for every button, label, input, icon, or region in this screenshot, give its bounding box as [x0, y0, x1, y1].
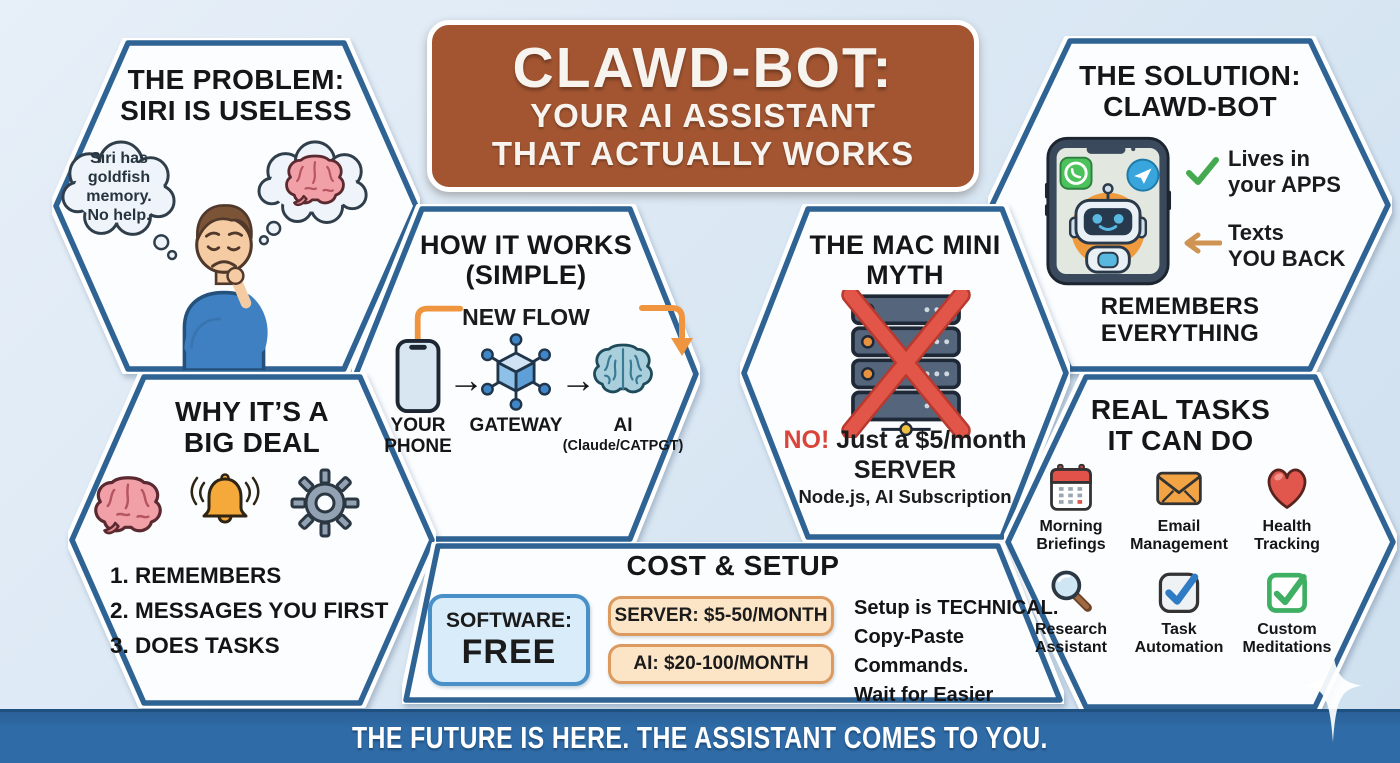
new-flow-label: NEW FLOW: [462, 304, 590, 330]
myth-title: THE MAC MINI MYTH: [809, 230, 1001, 291]
no-label: NO!: [783, 426, 830, 454]
solution-tagline: REMEMBERS EVERYTHING: [1100, 293, 1260, 347]
thought-cloud-icon: [61, 140, 178, 261]
thought-bubble-text: Siri has goldfish memory. No help.: [60, 134, 178, 264]
panel-background: [1004, 372, 1397, 712]
server-cost-box: SERVER: $5-50/MONTH: [608, 596, 834, 636]
task-item: Health Tracking: [1234, 462, 1340, 555]
pink-brain-icon: [285, 154, 345, 207]
flow-step-arrow: →: [448, 359, 484, 400]
cost-title: COST & SETUP: [626, 550, 840, 581]
heart-icon: [1267, 468, 1307, 509]
flow-arrow-down-icon: [639, 305, 693, 356]
main-subtitle-line1: YOUR AI ASSISTANT: [530, 96, 876, 134]
myth-statement-line2: SERVER: [853, 456, 957, 484]
flow-label-your-phone: YOUR PHONE: [384, 415, 452, 457]
small-phone-icon: [395, 338, 441, 414]
problem-title: THE PROBLEM: SIRI IS USELESS: [120, 64, 352, 127]
gateway-icon: [481, 333, 551, 411]
red-x-icon: [841, 290, 971, 438]
ai-cost-box: AI: $20-100/MONTH: [608, 644, 834, 684]
myth-statement-line1: NO! Just a $5/month: [783, 426, 1027, 454]
sparkle-icon: [1304, 651, 1362, 743]
panel-background: [988, 36, 1392, 374]
why-list-item: 3. DOES TASKS: [110, 633, 280, 658]
envelope-icon: [1156, 471, 1202, 506]
flow-bracket-left-icon: [414, 305, 464, 349]
ai-brain-icon: [593, 343, 653, 394]
real-tasks-hexagon: REAL TASKS IT CAN DO: [1004, 372, 1397, 712]
orange-left-arrow-icon: [1184, 232, 1222, 254]
green-check-icon: [1186, 157, 1219, 185]
benefit-texts-back: Texts YOU BACK: [1228, 220, 1346, 272]
thought-bubble-brain: [256, 134, 376, 250]
why-list-item: 1. REMEMBERS: [110, 563, 282, 588]
brain-icon: [94, 476, 162, 535]
myth-statement-line3: Node.js, AI Subscription: [798, 486, 1012, 507]
flow-label-ai-sub: (Claude/CATPGT): [562, 438, 684, 454]
flow-step-arrow: →: [560, 359, 596, 400]
how-title: HOW IT WORKS (SIMPLE): [419, 230, 633, 291]
mac-mini-myth-hexagon: THE MAC MINI MYTH: [740, 204, 1070, 542]
solution-hexagon: THE SOLUTION: CLAWD-BOT: [988, 36, 1392, 374]
green-checkbox-icon: [1267, 572, 1307, 613]
why-big-deal-hexagon: WHY IT’S A BIG DEAL: [68, 372, 436, 708]
software-free-box: SOFTWARE: FREE: [428, 594, 590, 686]
task-check-icon: [1158, 572, 1200, 613]
problem-hexagon: THE PROBLEM: SIRI IS USELESS Siri has: [52, 38, 420, 374]
main-subtitle-line2: THAT ACTUALLY WORKS: [491, 134, 915, 172]
tasks-title: REAL TASKS IT CAN DO: [1090, 394, 1271, 457]
calendar-icon: [1050, 463, 1092, 511]
software-label: SOFTWARE:: [446, 608, 572, 632]
why-list-item: 2. MESSAGES YOU FIRST: [110, 598, 389, 623]
phone-robot-illustration: [1044, 136, 1172, 286]
gear-icon: [290, 468, 360, 538]
benefit-lives-in-apps: Lives in your APPS: [1228, 146, 1341, 198]
solution-title: THE SOLUTION: CLAWD-BOT: [1079, 60, 1301, 123]
crossed-server-icon: [841, 290, 971, 438]
flow-label-gateway: GATEWAY: [469, 415, 563, 436]
task-item: Email Management: [1126, 462, 1232, 555]
thinking-man-illustration: [182, 204, 268, 370]
panel-background: [68, 372, 436, 708]
bell-icon: [190, 473, 260, 524]
flow-label-ai: AI: [613, 415, 633, 436]
how-it-works-hexagon: HOW IT WORKS (SIMPLE) NEW FLOW →: [352, 204, 700, 544]
tasks-grid: Morning Briefings Email Management: [1018, 462, 1340, 658]
main-title: CLAWD-BOT:: [512, 35, 894, 100]
software-value: FREE: [461, 632, 557, 671]
task-item: Research Assistant: [1018, 565, 1124, 658]
footer-text: THE FUTURE IS HERE. THE ASSISTANT COMES …: [352, 719, 1048, 755]
task-item: Custom Meditations: [1234, 565, 1340, 658]
task-item: Morning Briefings: [1018, 462, 1124, 555]
title-banner: CLAWD-BOT: YOUR AI ASSISTANT THAT ACTUAL…: [427, 20, 979, 192]
magnifier-icon: [1051, 570, 1092, 612]
why-title: WHY IT’S A BIG DEAL: [175, 396, 329, 459]
why-list: 1. REMEMBERS 2. MESSAGES YOU FIRST 3. DO…: [110, 558, 388, 663]
task-item: Task Automation: [1126, 565, 1232, 658]
cost-setup-panel: COST & SETUP SOFTWARE: FREE SERVER: $5-5…: [402, 542, 1064, 735]
footer-banner: THE FUTURE IS HERE. THE ASSISTANT COMES …: [0, 709, 1400, 763]
